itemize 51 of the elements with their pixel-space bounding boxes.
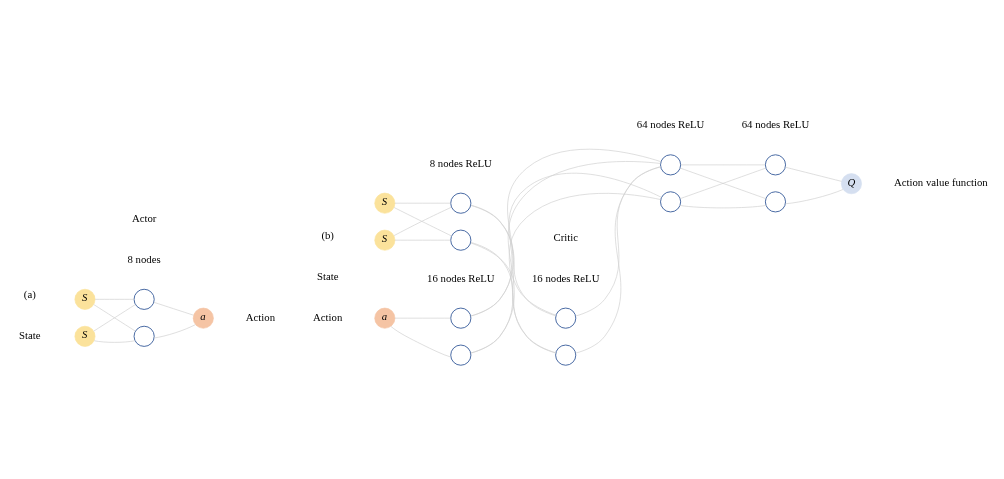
node-label: 64 nodes ReLU	[636, 118, 704, 131]
node-label: 64 nodes ReLU	[741, 118, 809, 131]
connector	[153, 301, 194, 316]
label: (b)	[320, 228, 334, 241]
node-circle: Q	[840, 173, 862, 195]
connector	[153, 324, 196, 339]
node-circle	[449, 229, 471, 251]
node-circle	[659, 191, 681, 213]
node-circle	[554, 344, 576, 366]
node-label: 8 nodes ReLU	[429, 156, 492, 169]
node-circle: S	[373, 192, 395, 214]
connector	[469, 148, 661, 317]
label: State	[18, 328, 41, 341]
connector	[470, 172, 662, 317]
node-circle: a	[373, 307, 395, 329]
label: Action	[245, 310, 275, 323]
node-circle: S	[373, 229, 395, 251]
node-circle	[449, 192, 471, 214]
connector	[92, 304, 136, 332]
node-circle	[133, 325, 155, 347]
label: Action	[312, 310, 342, 323]
label: (a)	[23, 287, 36, 300]
connector	[574, 166, 661, 317]
label: State	[316, 269, 338, 282]
node-circle	[449, 344, 471, 366]
node-circle: a	[192, 307, 214, 329]
node-circle: S	[74, 325, 95, 347]
connector	[469, 161, 661, 354]
node-label: 16 nodes ReLU	[426, 271, 495, 284]
label: Actor	[131, 211, 156, 224]
node-circle	[133, 288, 155, 310]
connector	[390, 326, 451, 358]
node-circle	[449, 307, 471, 329]
connector	[470, 205, 556, 317]
node-circle	[659, 154, 681, 176]
node-circle	[554, 307, 576, 329]
connector	[574, 166, 661, 354]
connector	[470, 242, 556, 354]
connector	[470, 193, 661, 354]
node-label: 16 nodes ReLU	[531, 271, 599, 284]
connector	[679, 167, 766, 199]
node-circle	[764, 191, 786, 213]
connector	[470, 204, 556, 354]
connector	[470, 242, 556, 316]
connector	[784, 166, 842, 182]
node-label: 8 nodes	[127, 252, 161, 265]
label: Action value function	[893, 176, 988, 189]
connector	[784, 189, 843, 205]
node-circle	[764, 154, 786, 176]
node-circle: S	[74, 288, 95, 310]
label: Critic	[552, 230, 578, 243]
